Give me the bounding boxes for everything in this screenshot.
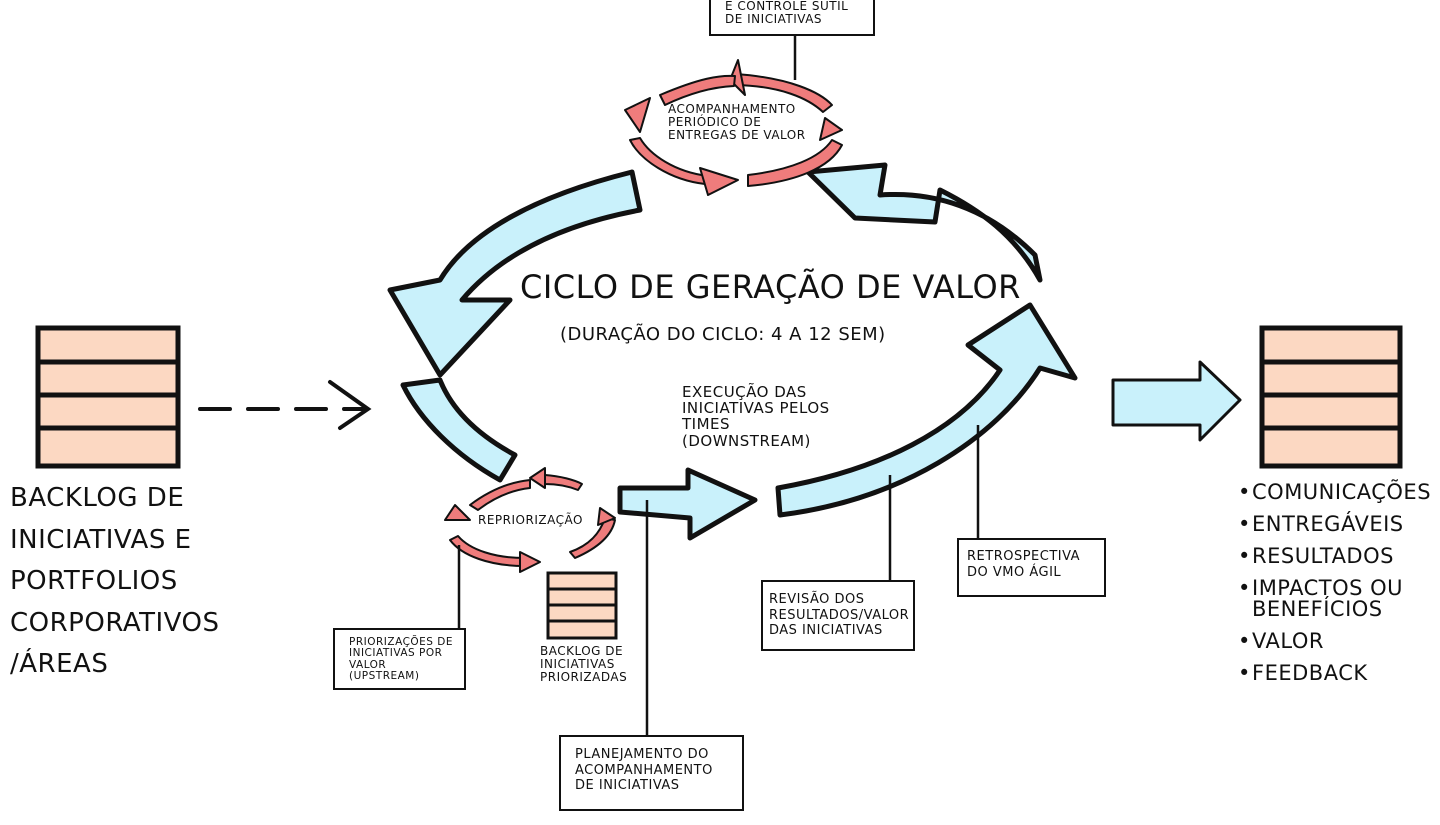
output-item: Valor	[1238, 631, 1431, 653]
cycle-arrow-right-top	[805, 162, 1043, 283]
planning-box-text: Planejamento do acompanhamento de inicia…	[575, 747, 713, 794]
main-subtitle: (Duração do ciclo: 4 a 12 sem)	[560, 324, 886, 345]
top-box-text: e controle sutil de iniciativas	[725, 0, 849, 26]
output-item: Resultados	[1238, 546, 1431, 568]
reprioritization-label: Repriorização	[478, 513, 583, 527]
review-box-text: Revisão dos Resultados/Valor das iniciat…	[769, 592, 910, 639]
planning-box: Planejamento do acompanhamento de inicia…	[559, 735, 744, 811]
prioritization-box-text: Priorizações de iniciativas por valor (u…	[349, 636, 454, 682]
output-item: Entregáveis	[1238, 514, 1431, 536]
small-cycle-bottom	[444, 467, 616, 573]
output-item: Feedback	[1238, 663, 1431, 685]
output-item: Comunicações	[1238, 482, 1431, 504]
review-box: Revisão dos Resultados/Valor das iniciat…	[761, 580, 915, 651]
cycle-arrow-top-left	[387, 169, 643, 378]
cycle-arrow-bottom	[617, 467, 758, 541]
retro-box-text: Retrospectiva do VMO Ágil	[967, 549, 1081, 580]
prioritized-backlog-label: Backlog de iniciativas priorizadas	[540, 644, 628, 684]
small-cycle-top	[624, 59, 843, 196]
top-box: e controle sutil de iniciativas	[709, 0, 875, 36]
connector-lines	[457, 36, 980, 735]
main-title: Ciclo de Geração de Valor	[520, 268, 1021, 306]
retro-box: Retrospectiva do VMO Ágil	[957, 538, 1106, 597]
output-arrow	[1111, 360, 1242, 442]
output-stack-right	[1259, 325, 1403, 469]
output-item: Impactos ou Benefícios	[1238, 578, 1431, 620]
small-cycle-top-label: Acompanhamento Periódico de entregas de …	[668, 102, 806, 142]
prioritization-box: Priorizações de iniciativas por valor (u…	[333, 628, 466, 690]
backlog-stack-left	[35, 325, 181, 469]
backlog-stack-prioritized	[546, 571, 618, 640]
outputs-list: Comunicações Entregáveis Resultados Impa…	[1238, 482, 1431, 695]
backlog-left-label: Backlog de iniciativas e Portfolios Corp…	[10, 483, 220, 680]
dashed-arrow	[198, 380, 372, 430]
cycle-arc-left	[400, 377, 518, 483]
execution-label: Execução das iniciativas pelos times (do…	[682, 383, 830, 450]
cycle-arrow-right-bottom	[775, 302, 1078, 518]
